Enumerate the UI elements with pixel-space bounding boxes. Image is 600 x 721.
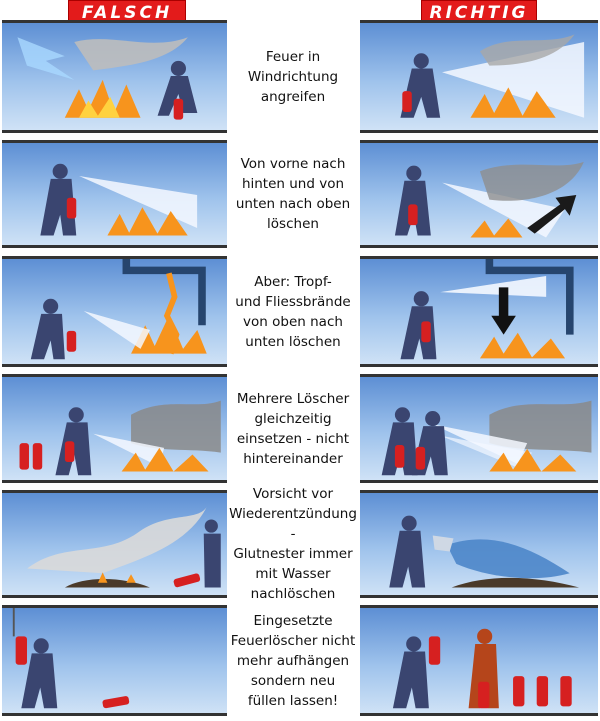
scene-illustration — [12, 608, 130, 709]
scene-illustration — [19, 400, 221, 476]
right-scene-1 — [360, 20, 598, 133]
scene-illustration — [27, 507, 221, 588]
caption-2: Von vorne nach hinten und von unten nach… — [235, 156, 351, 232]
right-scene-6 — [360, 605, 598, 716]
instruction-row-6: Eingesetzte Feuerlöscher nicht mehr aufh… — [0, 605, 600, 716]
wrong-scene-1 — [2, 20, 227, 133]
caption-4: Mehrere Löscher gleichzeitig einsetzen -… — [236, 390, 350, 467]
instruction-row-1: Feuer in Windrichtung angreifen — [0, 20, 600, 133]
instruction-row-4: Mehrere Löscher gleichzeitig einsetzen -… — [0, 374, 600, 483]
caption-3: Aber: Tropf- und Fliessbrände von oben n… — [235, 273, 351, 350]
wrong-scene-2 — [2, 140, 227, 248]
right-scene-2 — [360, 140, 598, 248]
wrong-scene-4 — [2, 374, 227, 483]
caption-1: Feuer in Windrichtung angreifen — [247, 48, 339, 105]
scene-illustration — [400, 259, 574, 360]
wrong-scene-3 — [2, 256, 227, 367]
scene-illustration — [392, 628, 572, 709]
wrong-scene-5 — [2, 490, 227, 598]
scene-illustration — [381, 400, 592, 476]
instruction-row-2: Von vorne nach hinten und von unten nach… — [0, 140, 600, 248]
scene-illustration — [17, 37, 198, 120]
instruction-row-5: Vorsicht vor Wiederentzündung - Glutnest… — [0, 486, 600, 602]
instruction-row-3: Aber: Tropf- und Fliessbrände von oben n… — [0, 256, 600, 367]
right-scene-4 — [360, 374, 598, 483]
caption-5: Vorsicht vor Wiederentzündung - Glutnest… — [229, 486, 357, 602]
wrong-scene-6 — [2, 605, 227, 716]
right-scene-3 — [360, 256, 598, 367]
caption-6: Eingesetzte Feuerlöscher nicht mehr aufh… — [230, 612, 356, 709]
scene-illustration — [400, 34, 585, 118]
scene-illustration — [389, 515, 580, 588]
scene-illustration — [394, 161, 584, 238]
scene-illustration — [40, 163, 198, 236]
right-scene-5 — [360, 490, 598, 598]
scene-illustration — [30, 259, 207, 360]
